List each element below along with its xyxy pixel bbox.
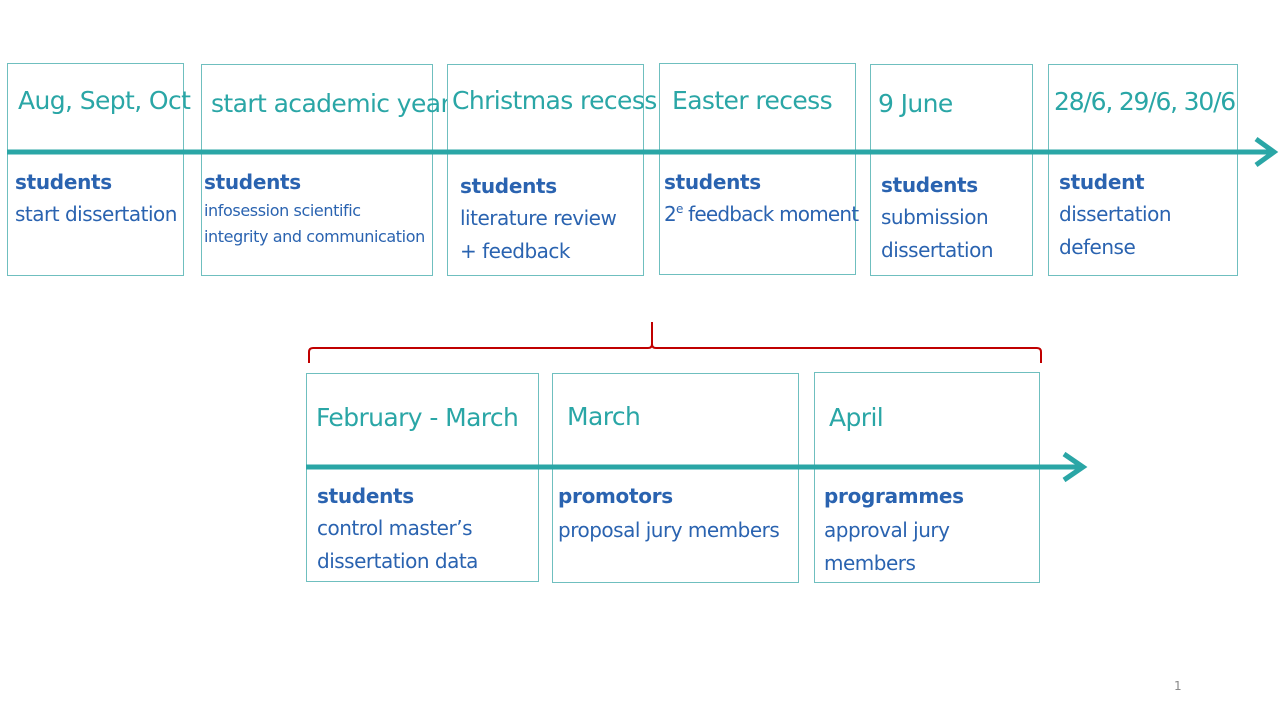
timeline-box-defense-dates: 28/6, 29/6, 30/6 student dissertation de… [1048,64,1238,276]
box-description-line: submission [881,205,989,229]
box-date: Christmas recess [452,86,657,115]
box-date: March [567,402,641,431]
box-description: literature review + feedback [460,202,617,268]
box-description: approval jury members [824,514,950,580]
timeline-box-aug-sept-oct: Aug, Sept, Oct students start dissertati… [7,63,191,276]
box-actor: programmes [824,484,964,508]
box-description: proposal jury members [558,514,780,547]
slide-number: 1 [1174,679,1182,693]
box-date: Easter recess [672,86,833,115]
box-actor: students [15,170,112,194]
box-description-line: dissertation data [317,549,478,573]
box-date: Aug, Sept, Oct [18,86,191,115]
timeline-box-start-academic-year: start academic year students infosession… [201,64,451,276]
timeline-box-march: March promotors proposal jury members [552,373,799,583]
box-actor: students [317,484,414,508]
box-description: control master’s dissertation data [317,512,478,578]
box-actor: students [460,174,557,198]
box-description-line: dissertation [1059,202,1172,226]
timeline-box-9-june: 9 June students submission dissertation [870,64,1033,276]
box-description: 2e feedback moment [664,198,859,231]
box-date: start academic year [211,89,451,118]
box-description: start dissertation [15,198,177,231]
box-description-line: proposal jury members [558,518,780,542]
box-actor: student [1059,170,1145,194]
box-date: February - March [316,403,519,432]
box-actor: students [204,170,301,194]
timeline-box-february-march: February - March students control master… [306,373,539,582]
box-description-line: literature review [460,206,617,230]
box-description-line: + feedback [460,239,571,263]
timeline-box-easter-recess: Easter recess students 2e feedback momen… [659,63,859,275]
zoom-bracket [308,322,1042,363]
timeline-box-april: April programmes approval jury members [814,372,1040,583]
box-description: dissertation defense [1059,198,1172,264]
box-description-line: members [824,551,916,575]
box-description-line: integrity and communication [204,227,425,246]
box-actor: students [664,170,761,194]
box-date: 9 June [878,89,953,118]
box-date: 28/6, 29/6, 30/6 [1054,87,1236,116]
box-actor: students [881,173,978,197]
box-description: submission dissertation [881,201,994,267]
box-description-line: start dissertation [15,202,177,226]
box-description-line: control master’s [317,516,472,540]
box-description-line: dissertation [881,238,994,262]
box-description: infosession scientific integrity and com… [204,198,425,250]
bottom-timeline-arrowhead [1062,451,1088,483]
timeline-box-christmas-recess: Christmas recess students literature rev… [447,64,657,276]
top-timeline-arrowhead [1254,136,1279,168]
box-description-line: infosession scientific [204,201,361,220]
box-date: April [829,403,884,432]
box-description-line: 2e feedback moment [664,202,859,226]
box-description-line: approval jury [824,518,950,542]
box-description-line: defense [1059,235,1136,259]
box-actor: promotors [558,484,673,508]
